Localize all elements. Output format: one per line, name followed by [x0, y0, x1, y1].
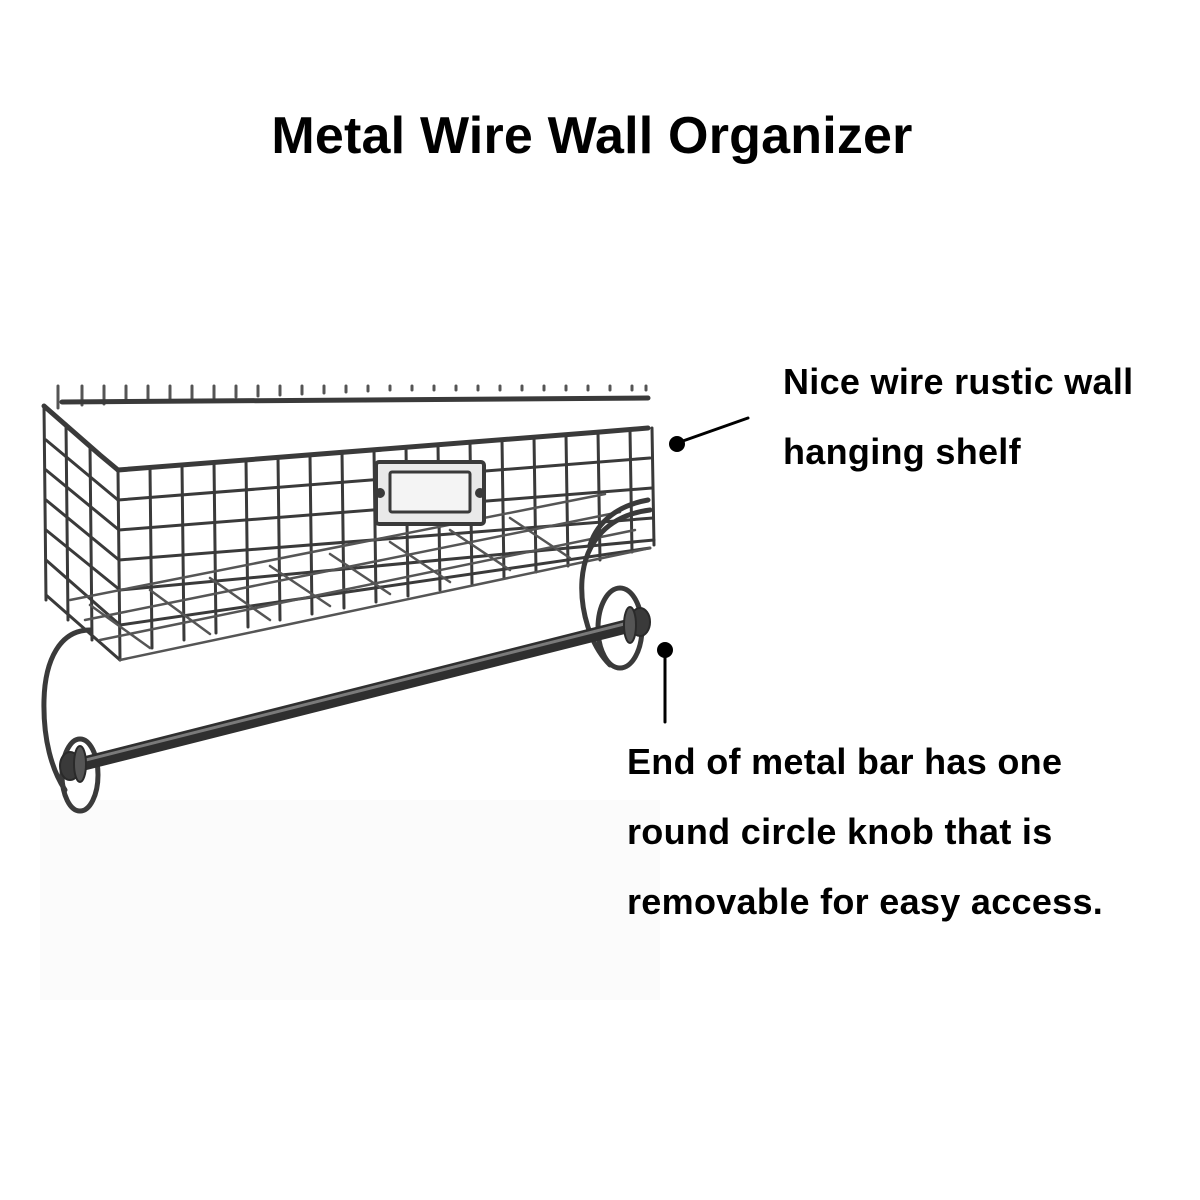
bar-knob-icon — [59, 606, 651, 783]
towel-bar — [71, 618, 639, 772]
basket-bottom-grid — [68, 492, 652, 662]
left-bracket — [41, 627, 101, 814]
basket-rim — [41, 395, 651, 473]
shelf-callout: Nice wire rustic wall hanging shelf — [783, 347, 1193, 487]
bar-callout-line-1: End of metal bar has one — [627, 741, 1063, 782]
shelf-callout-line-2: hanging shelf — [783, 431, 1021, 472]
page-title: Metal Wire Wall Organizer — [271, 107, 913, 165]
basket-back-wires — [56, 384, 648, 410]
right-bracket — [579, 497, 653, 668]
bar-callout-line-3: removable for easy access. — [627, 881, 1104, 922]
bar-callout-line-2: round circle knob that is — [627, 811, 1053, 852]
callout-pointer-bar — [657, 642, 673, 724]
label-holder — [374, 460, 486, 526]
bar-callout: End of metal bar has one round circle kn… — [627, 727, 1187, 937]
shelf-callout-line-1: Nice wire rustic wall — [783, 361, 1134, 402]
callout-pointer-shelf — [669, 416, 750, 452]
basket-side-wires — [42, 404, 122, 662]
